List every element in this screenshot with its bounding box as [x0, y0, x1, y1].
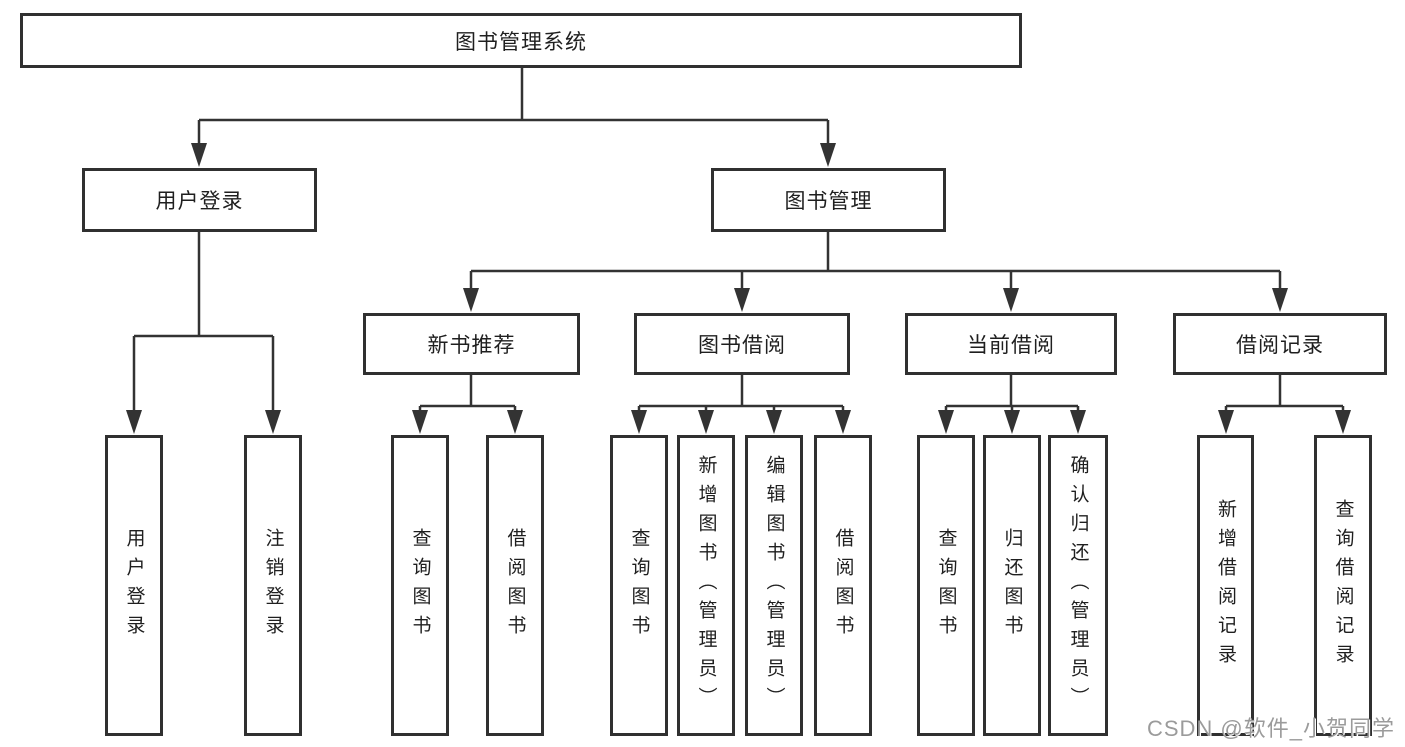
- node-book-borrow: 图书借阅: [634, 313, 850, 375]
- node-user-login: 用户登录: [82, 168, 317, 232]
- leaf-query-borrow-record-label: 查询借阅记录: [1332, 498, 1354, 673]
- leaf-confirm-return-admin-label: 确认归还（管理员）: [1067, 455, 1089, 716]
- node-borrow-record-label: 借阅记录: [1236, 334, 1324, 357]
- leaf-add-books-admin-label: 新增图书（管理员）: [695, 455, 717, 716]
- leaf-borrow-books-1: 借阅图书: [486, 435, 544, 736]
- node-current-borrow: 当前借阅: [905, 313, 1117, 375]
- leaf-add-borrow-record: 新增借阅记录: [1197, 435, 1254, 736]
- leaf-logout-label: 注销登录: [262, 527, 284, 644]
- node-book-management-label: 图书管理: [784, 190, 873, 213]
- leaf-user-login-label: 用户登录: [123, 527, 145, 644]
- leaf-return-books: 归还图书: [983, 435, 1041, 736]
- leaf-query-books-1: 查询图书: [391, 435, 449, 736]
- leaf-borrow-books-1-label: 借阅图书: [504, 527, 526, 644]
- leaf-query-books-2: 查询图书: [610, 435, 668, 736]
- node-user-login-label: 用户登录: [155, 190, 244, 213]
- node-new-book-recommend: 新书推荐: [363, 313, 580, 375]
- watermark: CSDN @软件_小贺同学: [1146, 716, 1395, 741]
- node-book-management: 图书管理: [711, 168, 946, 232]
- leaf-query-books-3: 查询图书: [917, 435, 975, 736]
- node-current-borrow-label: 当前借阅: [967, 334, 1055, 357]
- node-borrow-record: 借阅记录: [1173, 313, 1387, 375]
- leaf-return-books-label: 归还图书: [1001, 527, 1023, 644]
- leaf-confirm-return-admin: 确认归还（管理员）: [1048, 435, 1108, 736]
- node-root-label: 图书管理系统: [455, 30, 587, 54]
- leaf-add-books-admin: 新增图书（管理员）: [677, 435, 735, 736]
- leaf-query-books-2-label: 查询图书: [628, 527, 650, 644]
- leaf-edit-books-admin-label: 编辑图书（管理员）: [763, 455, 785, 716]
- leaf-logout: 注销登录: [244, 435, 302, 736]
- leaf-borrow-books-2: 借阅图书: [814, 435, 872, 736]
- leaf-edit-books-admin: 编辑图书（管理员）: [745, 435, 803, 736]
- leaf-add-borrow-record-label: 新增借阅记录: [1215, 498, 1236, 673]
- leaf-query-borrow-record: 查询借阅记录: [1314, 435, 1372, 736]
- node-root: 图书管理系统: [20, 13, 1022, 68]
- leaf-user-login: 用户登录: [105, 435, 163, 736]
- leaf-query-books-1-label: 查询图书: [409, 527, 431, 644]
- connector-arrowheads: [126, 143, 1351, 434]
- leaf-borrow-books-2-label: 借阅图书: [832, 527, 854, 644]
- connector-stems: [132, 68, 1345, 418]
- node-new-book-recommend-label: 新书推荐: [427, 334, 516, 357]
- leaf-query-books-3-label: 查询图书: [935, 527, 957, 644]
- node-book-borrow-label: 图书借阅: [698, 334, 786, 357]
